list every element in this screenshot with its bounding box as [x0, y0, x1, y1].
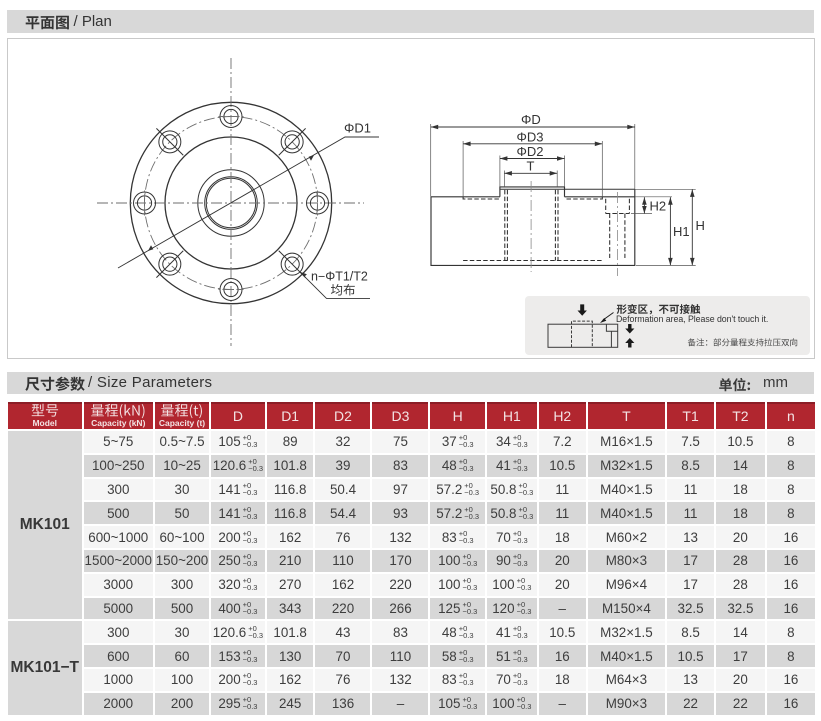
- svg-text:n−ΦT1/T2: n−ΦT1/T2: [311, 270, 368, 284]
- svg-text:ΦD: ΦD: [521, 112, 541, 127]
- svg-text:ΦD2: ΦD2: [517, 144, 544, 159]
- svg-text:H1: H1: [673, 224, 690, 239]
- svg-text:T: T: [527, 159, 535, 174]
- svg-text:H: H: [696, 218, 705, 233]
- svg-text:ΦD1: ΦD1: [344, 121, 371, 136]
- svg-text:ΦD3: ΦD3: [517, 130, 544, 145]
- svg-text:H2: H2: [650, 199, 667, 214]
